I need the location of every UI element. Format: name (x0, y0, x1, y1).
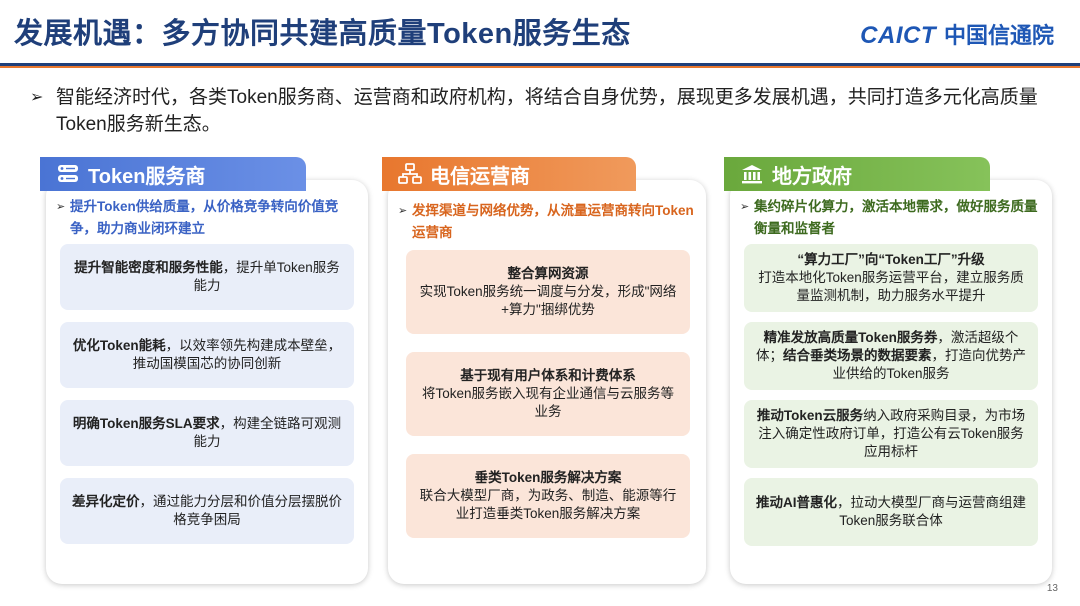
server-icon (56, 162, 80, 186)
page-number: 13 (1046, 583, 1058, 594)
list-item: 垂类Token服务解决方案联合大模型厂商，为政务、制造、能源等行业打造垂类Tok… (406, 454, 690, 538)
list-item: 明确Token服务SLA要求，构建全链路可观测能力 (60, 400, 354, 466)
bullet-arrow-icon: ➢ (398, 205, 408, 217)
list-item: 推动Token云服务纳入政府采购目录，为市场注入确定性政府订单，打造公有云Tok… (744, 400, 1038, 468)
card-subtitle: ➢ 发挥渠道与网络优势，从流量运营商转向Token运营商 (398, 200, 698, 244)
page-title: 发展机遇：多方协同共建高质量Token服务生态 (14, 18, 631, 50)
card-subtitle: ➢ 提升Token供给质量，从价格竞争转向价值竞争，助力商业闭环建立 (56, 196, 356, 240)
list-item: 推动AI普惠化，拉动大模型厂商与运营商组建Token服务联合体 (744, 478, 1038, 546)
tab-local-government: 地方政府 (724, 157, 990, 191)
tab-token-provider: Token服务商 (40, 157, 306, 191)
list-item: 精准发放高质量Token服务券，激活超级个体；结合垂类场景的数据要素，打造向优势… (744, 322, 1038, 390)
logo-en-text: CAICT (860, 22, 936, 49)
list-item: 整合算网资源实现Token服务统一调度与分发，形成"网络+算力"捆绑优势 (406, 250, 690, 334)
card-subtitle: ➢ 集约碎片化算力，激活本地需求，做好服务质量衡量和监督者 (740, 196, 1042, 240)
header-rule-blue (0, 63, 1080, 66)
tab-telecom-operator: 电信运营商 (382, 157, 636, 191)
intro-paragraph: ➢ 智能经济时代，各类Token服务商、运营商和政府机构，将结合自身优势，展现更… (30, 84, 1060, 138)
intro-text: 智能经济时代，各类Token服务商、运营商和政府机构，将结合自身优势，展现更多发… (56, 87, 1038, 135)
bullet-arrow-icon: ➢ (56, 201, 66, 213)
list-item: 差异化定价，通过能力分层和价值分层摆脱价格竞争困局 (60, 478, 354, 544)
tab-title: 电信运营商 (430, 165, 530, 188)
list-item: 提升智能密度和服务性能，提升单Token服务能力 (60, 244, 354, 310)
tab-title: 地方政府 (772, 165, 852, 188)
caict-logo: CAICT 中国信通院 (860, 18, 1054, 50)
list-item: 基于现有用户体系和计费体系将Token服务嵌入现有企业通信与云服务等业务 (406, 352, 690, 436)
header-rule-orange (0, 66, 1080, 68)
tab-title: Token服务商 (88, 165, 206, 188)
bullet-arrow-icon: ➢ (30, 89, 44, 106)
list-item: “算力工厂”向“Token工厂”升级打造本地化Token服务运营平台，建立服务质… (744, 244, 1038, 312)
logo-cn-text: 中国信通院 (943, 23, 1054, 48)
government-icon (740, 162, 764, 186)
bullet-arrow-icon: ➢ (740, 201, 750, 213)
network-icon (398, 162, 422, 186)
list-item: 优化Token能耗，以效率领先构建成本壁垒，推动国模国芯的协同创新 (60, 322, 354, 388)
